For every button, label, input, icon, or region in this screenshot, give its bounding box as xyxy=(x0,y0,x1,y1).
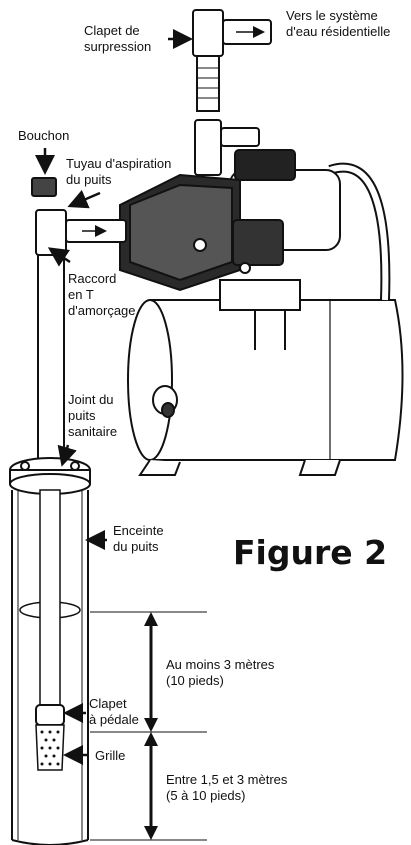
to-system-label: Vers le système d'eau résidentielle xyxy=(286,8,391,39)
dimension-lines xyxy=(90,611,207,841)
well-casing-label: Enceinte du puits xyxy=(113,523,164,554)
pressure-tank xyxy=(127,299,404,476)
well-seal-label: Joint du puits sanitaire xyxy=(68,392,118,439)
suction-pipe-label: Tuyau d'aspiration du puits xyxy=(66,156,172,187)
sanitary-well-seal xyxy=(9,457,91,495)
screen-label: Grille xyxy=(95,748,126,763)
screen xyxy=(35,724,65,771)
suction-pipe xyxy=(31,177,127,461)
leader-arrows xyxy=(35,29,193,765)
drop-pipe xyxy=(39,489,61,706)
dimension-arrows xyxy=(144,612,158,840)
priming-tee-label: Raccord en T d'amorçage xyxy=(68,271,136,318)
relief-valve-label: Clapet de surpression xyxy=(84,23,152,54)
figure-title: Figure 2 xyxy=(233,533,388,572)
jet-pump xyxy=(119,149,341,350)
foot-valve xyxy=(35,704,65,726)
range-depth-label: Entre 1,5 et 3 mètres (5 à 10 pieds) xyxy=(166,772,288,803)
foot-valve-label: Clapet à pédale xyxy=(89,696,139,727)
min-depth-label: Au moins 3 mètres (10 pieds) xyxy=(166,657,275,688)
plug-label: Bouchon xyxy=(18,128,70,143)
